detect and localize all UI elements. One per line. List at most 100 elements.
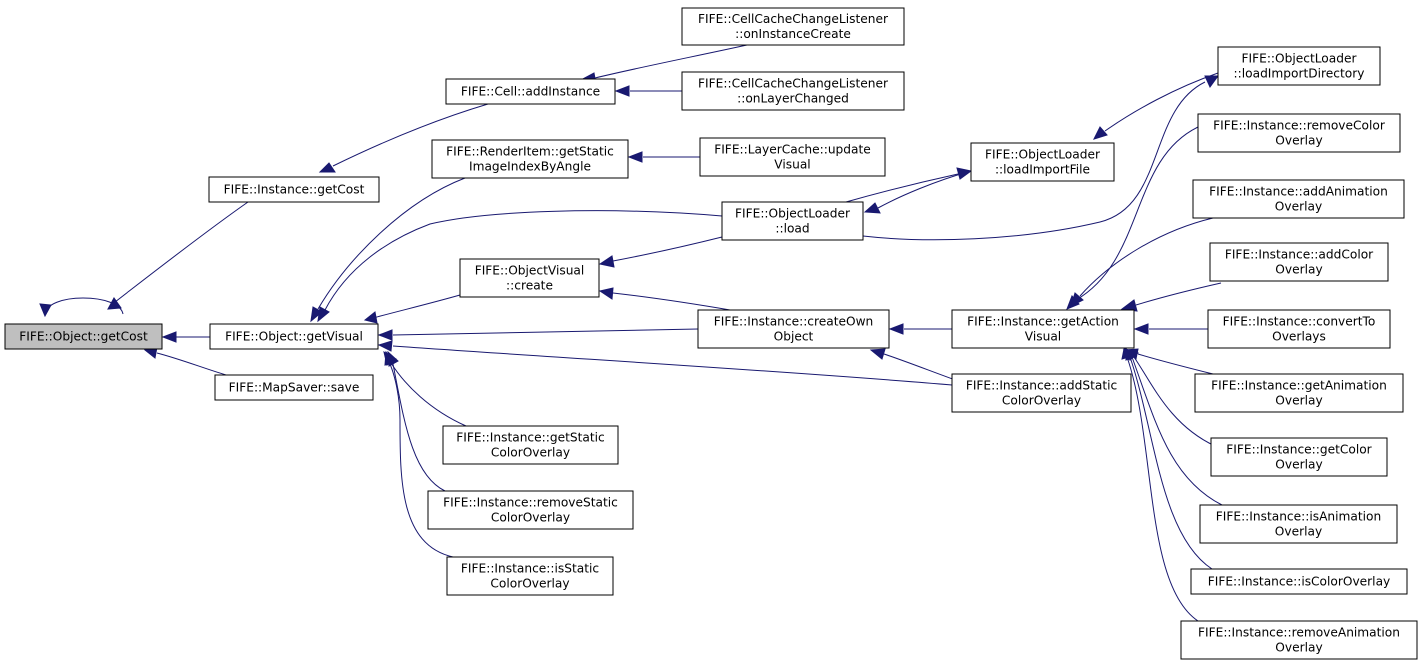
node-objectloader-loadimportdirectory[interactable]: FIFE::ObjectLoader::loadImportDirectory (1217, 46, 1381, 86)
node-label: FIFE::ObjectVisual (475, 264, 585, 278)
edge-line (392, 328, 699, 336)
node-box (970, 142, 1115, 182)
edge-line (612, 292, 731, 311)
call-edge-layercache_update-to-renderitem_getstatic (627, 151, 700, 163)
node-box (1217, 46, 1381, 86)
edge-line (389, 363, 454, 558)
arrowhead (614, 85, 630, 97)
arrowhead (384, 350, 396, 366)
node-label: FIFE::LayerCache::update (714, 143, 871, 157)
node-renderitem-getstatic[interactable]: FIFE::RenderItem::getStaticImageIndexByA… (431, 139, 629, 179)
node-label: Overlay (1275, 134, 1322, 148)
node-label: ::onInstanceCreate (735, 27, 851, 41)
call-edge-instance_removeanimationoverlay-to-instance_getactionvisual (1121, 348, 1199, 622)
call-edge-instance_getactionvisual-to-instance_createownobject (888, 323, 952, 335)
node-label: ColorOverlay (491, 511, 570, 525)
node-box (1180, 620, 1418, 660)
node-label: ::loadImportFile (995, 163, 1090, 177)
arrowhead (161, 331, 177, 343)
node-label: FIFE::CellCacheChangeListener (698, 12, 889, 26)
node-label: FIFE::Instance::getAnimation (1211, 379, 1387, 393)
node-cccl-oninstancecreate[interactable]: FIFE::CellCacheChangeListener::onInstanc… (681, 7, 905, 46)
arrowhead (1133, 323, 1149, 335)
node-box (431, 139, 629, 179)
call-edge-instance_createownobject-to-object_getvisual (377, 328, 699, 341)
node-box (1194, 373, 1404, 413)
node-box (209, 323, 379, 350)
node-label: FIFE::Object::getCost (19, 330, 148, 344)
node-label: FIFE::Instance::removeStatic (443, 496, 618, 510)
call-edge-objectloader_load-to-objectloader_loadimportdirectory (862, 75, 1219, 241)
node-box (699, 137, 886, 177)
node-box (214, 374, 374, 401)
node-label: FIFE::Instance::getAction (967, 315, 1119, 329)
arrowhead (39, 303, 52, 318)
arrowhead (1204, 75, 1219, 88)
arrowhead (1120, 299, 1138, 312)
node-label: ColorOverlay (490, 577, 569, 591)
arrowhead (1093, 126, 1108, 140)
node-instance-getcost[interactable]: FIFE::Instance::getCost (208, 176, 380, 203)
call-edge-mapsaver_save-to-object_getcost (143, 346, 227, 376)
call-edge-instance_getcost-to-object_getcost (107, 201, 249, 310)
node-box (1199, 504, 1398, 544)
edge-line (1075, 126, 1199, 301)
node-label: ::load (775, 222, 809, 236)
arrowhead (863, 202, 881, 214)
arrowhead (869, 348, 886, 360)
call-edge-cell_addinstance-to-instance_getcost (318, 103, 489, 173)
edge-line (317, 177, 466, 310)
edge-line (324, 210, 723, 311)
node-label: FIFE::Cell::addInstance (461, 85, 600, 99)
node-objectloader-loadimportfile[interactable]: FIFE::ObjectLoader::loadImportFile (970, 142, 1115, 182)
arrowhead (598, 287, 614, 300)
node-label: ColorOverlay (1002, 394, 1081, 408)
edge-line (594, 44, 748, 79)
call-edges (39, 44, 1223, 622)
call-edge-instance_addcoloroverlay-to-instance_getactionvisual (1120, 282, 1222, 312)
node-cell-addinstance[interactable]: FIFE::Cell::addInstance (445, 78, 616, 105)
node-label: FIFE::Instance::convertTo (1223, 315, 1376, 329)
node-box (1192, 179, 1405, 219)
node-object-getvisual[interactable]: FIFE::Object::getVisual (209, 323, 379, 350)
call-edge-instance_addstaticcoloroverlay-to-object_getvisual (377, 340, 953, 386)
arrowhead (1121, 348, 1134, 360)
node-objectloader-load[interactable]: FIFE::ObjectLoader::load (721, 201, 864, 241)
edge-line (845, 173, 959, 203)
call-edge-objectloader_load-to-objectvisual_create (598, 236, 723, 268)
call-edge-cccl_onlayerchanged-to-cell_addinstance (614, 85, 682, 97)
arrowhead (598, 255, 615, 268)
node-label: FIFE::Instance::isColorOverlay (1208, 575, 1391, 589)
node-mapsaver-save[interactable]: FIFE::MapSaver::save (214, 374, 374, 401)
arrowhead (318, 162, 336, 173)
node-box (1209, 242, 1389, 282)
node-label: FIFE::Instance::isStatic (461, 562, 599, 576)
node-object-getcost[interactable]: FIFE::Object::getCost (4, 323, 163, 350)
node-box (681, 7, 905, 46)
edge-line (392, 345, 953, 386)
edge-line (1137, 353, 1214, 375)
node-instance-iscoloroverlay[interactable]: FIFE::Instance::isColorOverlay (1190, 568, 1408, 595)
node-label: FIFE::Object::getVisual (225, 330, 363, 344)
call-edge-objectloader_load-to-objectloader_loadimportfile (845, 167, 973, 203)
node-objectvisual-create[interactable]: FIFE::ObjectVisual::create (459, 258, 600, 298)
call-edge-instance_addstaticcoloroverlay-to-instance_createownobject (869, 348, 959, 382)
node-cccl-onlayerchanged[interactable]: FIFE::CellCacheChangeListener::onLayerCh… (681, 71, 905, 111)
node-box (427, 490, 634, 530)
